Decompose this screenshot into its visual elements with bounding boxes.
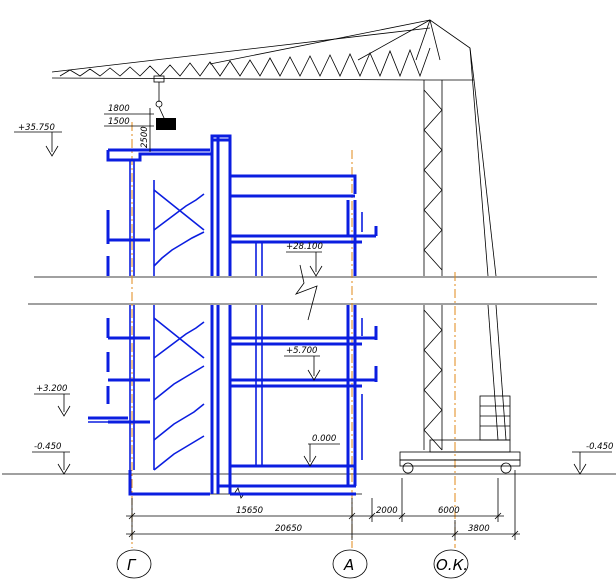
dim-1800-label: 1800 (108, 104, 130, 114)
axis-a-label: А (343, 556, 354, 574)
level-canopy-label: +3.200 (36, 384, 67, 394)
axis-g-bubble (116, 549, 152, 579)
dim-2000-label: 2000 (376, 506, 398, 516)
level-zero-label: 0.000 (312, 434, 336, 444)
axis-a-bubble (332, 549, 368, 579)
dim-15650-label: 15650 (236, 506, 263, 516)
level-ground-right-label: -0.450 (586, 442, 613, 452)
axis-bubbles: Г А О.К. (116, 549, 469, 579)
bottom-dimensions: 15650 2000 6000 20650 3800 (126, 470, 520, 540)
dim-3800-label: 3800 (468, 524, 490, 534)
stair-flights (153, 180, 205, 471)
dim-6000-label: 6000 (438, 506, 460, 516)
break-band (28, 264, 597, 321)
tower-crane (51, 19, 521, 474)
level-top-label: +35.750 (18, 123, 55, 133)
hook-dimensions: 1800 1500 2500 (104, 104, 154, 152)
dim-1500-label: 1500 (108, 117, 130, 127)
grid-axes (131, 122, 456, 548)
dim-20650-label: 20650 (275, 524, 302, 534)
axis-ok-bubble (433, 549, 469, 579)
level-ground-left-label: -0.450 (34, 442, 61, 452)
level-5-label: +5.700 (286, 346, 317, 356)
building-frame (88, 134, 378, 496)
axis-ok-label: О.К. (436, 556, 468, 574)
dim-2500-label: 2500 (140, 126, 150, 148)
level-28-label: +28.100 (286, 242, 323, 252)
level-marks: +35.750 +28.100 +5.700 +3.200 0.000 -0.4… (14, 123, 613, 475)
axis-g-label: Г (127, 556, 137, 574)
